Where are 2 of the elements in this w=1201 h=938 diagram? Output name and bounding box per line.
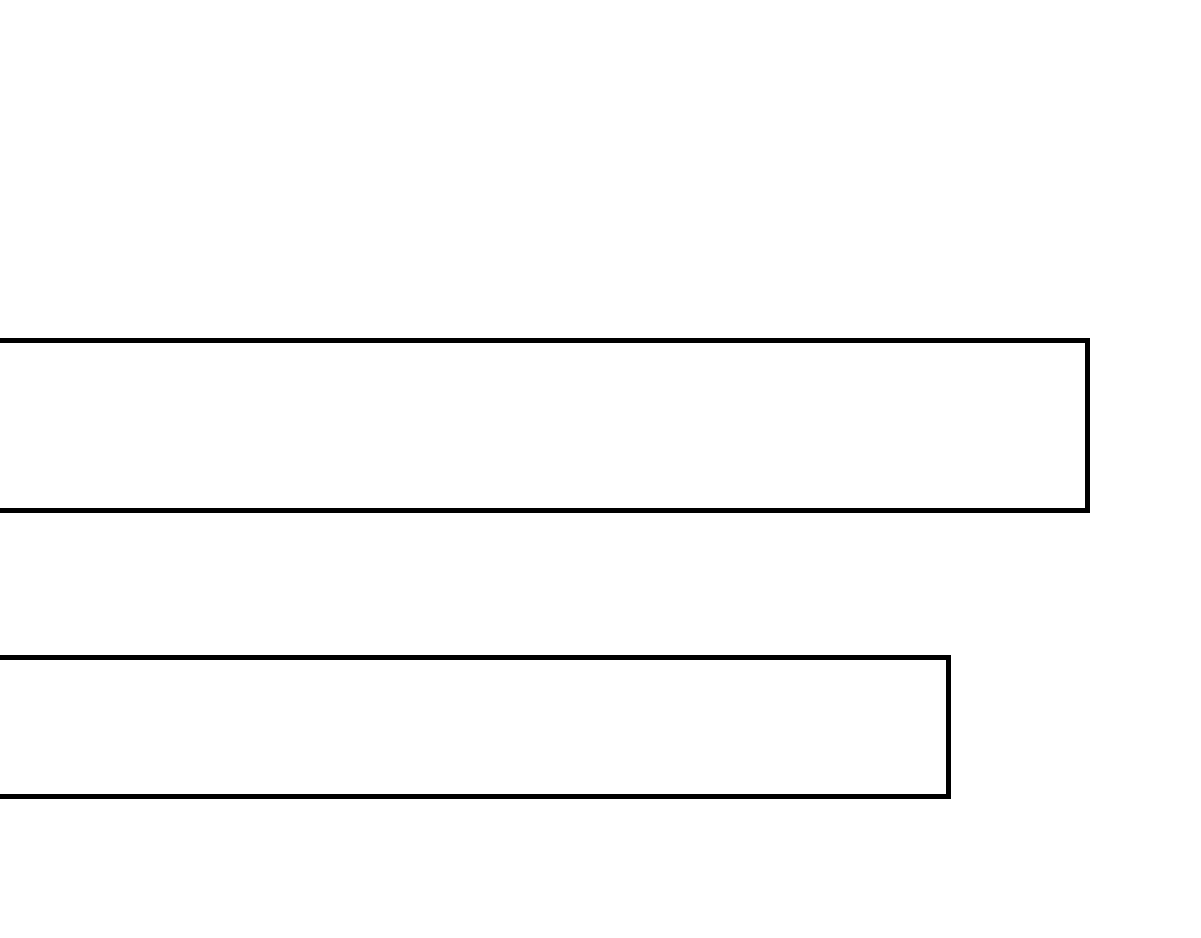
empty-box <box>0 655 951 799</box>
empty-box <box>0 338 1090 513</box>
